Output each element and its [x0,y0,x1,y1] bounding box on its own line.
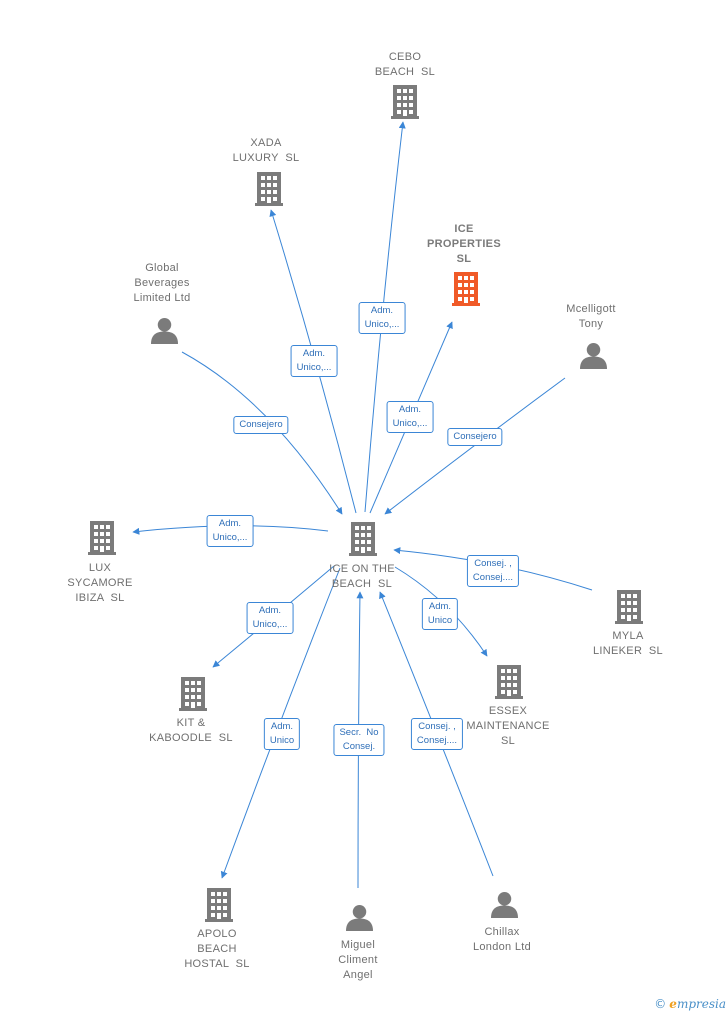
node-essex-line-1: ESSEX [488,705,528,717]
node-myla-line-1: MYLA [612,630,644,642]
brand-name: mpresia [676,997,726,1011]
copyright-symbol: © [654,997,667,1011]
empresia-logo[interactable]: ©empresia [654,997,726,1011]
cebo-building-icon [391,85,419,119]
node-essex-line-3: SL [500,735,516,747]
kit-building-icon [179,677,207,711]
edge-label-xada[interactable]: Adm. Unico,... [290,345,338,377]
node-lux-line-1: LUX [88,562,112,574]
lux-building-icon [88,521,116,555]
node-global-line-1: Global [145,262,179,274]
node-lux[interactable]: LUX SYCAMORE IBIZA SL [25,561,175,606]
node-chillax-line-1: Chillax [484,926,520,938]
node-mcelligott[interactable]: Mcelligott Tony [516,302,666,332]
edge-label-myla[interactable]: Consej. , Consej.... [466,555,520,587]
edge-label-global[interactable]: Consejero [233,416,289,434]
edge-label-kit[interactable]: Adm. Unico,... [246,602,294,634]
node-miguel-line-2: Climent [338,954,378,966]
node-ice-properties-line-1: ICE [454,223,474,235]
node-xada-line-2: LUXURY SL [232,152,300,164]
node-lux-line-2: SYCAMORE [67,577,133,589]
node-center[interactable]: ICE ON THE BEACH SL [287,562,437,592]
edge-label-apolo[interactable]: Adm. Unico [263,718,301,750]
global-person-icon [151,317,178,344]
myla-building-icon [615,590,643,624]
node-lux-line-3: IBIZA SL [75,592,125,604]
edge-label-ice-properties[interactable]: Adm. Unico,... [386,401,434,433]
edge-label-miguel[interactable]: Secr. No Consej. [333,724,385,756]
center-building-icon [349,522,377,556]
apolo-building-icon [205,888,233,922]
edge-label-chillax[interactable]: Consej. , Consej.... [410,718,464,750]
node-cebo[interactable]: CEBO BEACH SL [330,50,480,80]
node-essex-line-2: MAINTENANCE [466,720,550,732]
node-essex[interactable]: ESSEX MAINTENANCE SL [433,704,583,749]
node-myla-line-2: LINEKER SL [593,645,663,657]
node-ice-properties[interactable]: ICE PROPERTIES SL [389,222,539,267]
edge-from-mcelligott [384,377,566,515]
node-apolo[interactable]: APOLO BEACH HOSTAL SL [142,927,292,972]
edge-label-essex[interactable]: Adm. Unico [421,598,459,630]
edge-label-mcelligott[interactable]: Consejero [447,428,503,446]
node-miguel-line-3: Angel [343,969,373,981]
brand-initial: e [669,997,677,1011]
node-xada[interactable]: XADA LUXURY SL [191,136,341,166]
node-chillax-line-2: London Ltd [472,941,532,953]
node-cebo-line-2: BEACH SL [374,66,436,78]
edge-label-cebo[interactable]: Adm. Unico,... [358,302,406,334]
ice-properties-building-icon [452,272,480,306]
node-center-line-2: BEACH SL [331,578,393,590]
node-global[interactable]: Global Beverages Limited Ltd [87,261,237,306]
xada-building-icon [255,172,283,206]
node-global-line-2: Beverages [134,277,190,289]
node-ice-properties-line-2: PROPERTIES [427,238,501,250]
node-center-line-1: ICE ON THE [329,563,395,575]
node-kit-line-2: KABOODLE SL [149,732,233,744]
essex-building-icon [495,665,523,699]
node-mcelligott-line-2: Tony [578,318,604,330]
node-kit[interactable]: KIT & KABOODLE SL [116,716,266,746]
node-cebo-line-1: CEBO [388,51,422,63]
node-apolo-line-3: HOSTAL SL [184,958,250,970]
node-apolo-line-1: APOLO [197,928,237,940]
chillax-person-icon [491,891,518,918]
edge-label-lux[interactable]: Adm. Unico,... [206,515,254,547]
node-mcelligott-line-1: Mcelligott [566,303,616,315]
mcelligott-person-icon [580,342,607,369]
node-miguel[interactable]: Miguel Climent Angel [283,938,433,983]
node-kit-line-1: KIT & [176,717,206,729]
miguel-person-icon [346,904,373,931]
node-chillax[interactable]: Chillax London Ltd [427,925,577,955]
node-myla[interactable]: MYLA LINEKER SL [553,629,703,659]
node-miguel-line-1: Miguel [340,939,376,951]
node-ice-properties-line-3: SL [456,253,472,265]
node-xada-line-1: XADA [250,137,282,149]
node-global-line-3: Limited Ltd [133,292,191,304]
node-apolo-line-2: BEACH [197,943,237,955]
